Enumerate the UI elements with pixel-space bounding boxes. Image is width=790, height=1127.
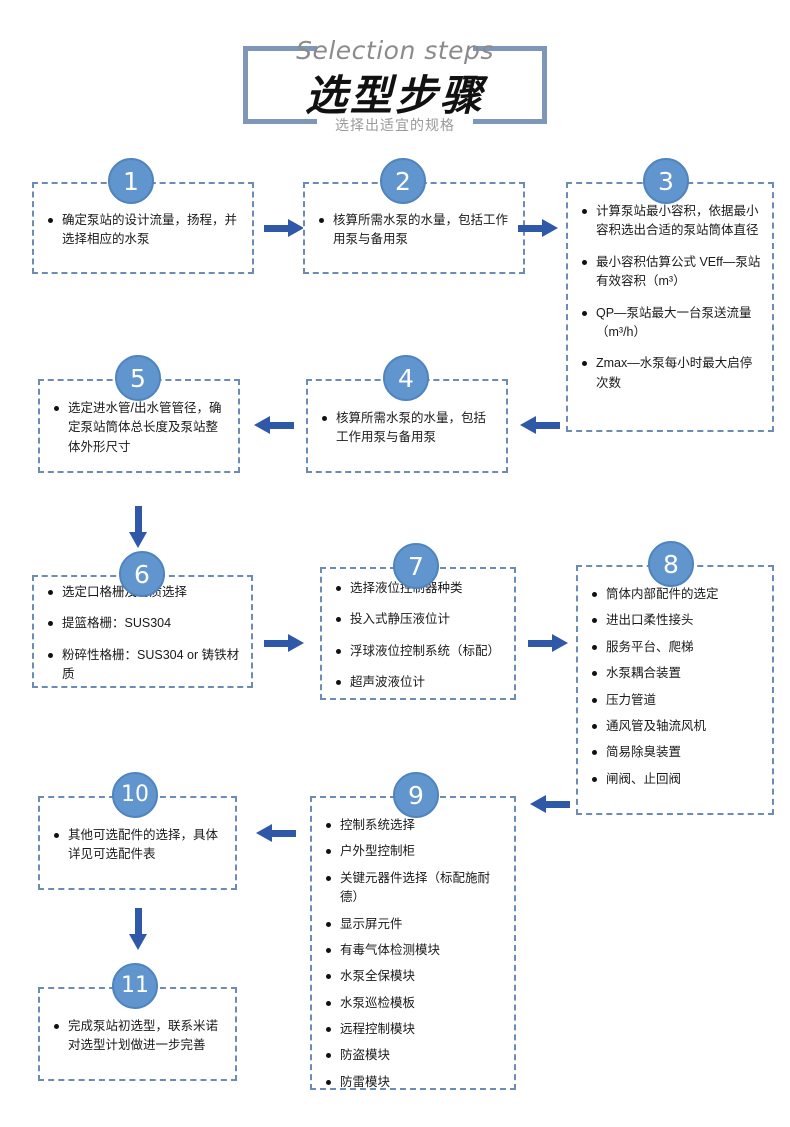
bullet-item: 远程控制模块 (324, 1020, 504, 1039)
step-badge-2: 2 (380, 158, 426, 204)
arrow-1-to-2-icon (264, 219, 306, 238)
bullet-item: 最小容积估算公式 VEff—泵站有效容积（m³） (580, 253, 762, 292)
bullet-item: 确定泵站的设计流量，扬程，并选择相应的水泵 (46, 211, 242, 250)
arrow-6-to-7-icon (264, 634, 306, 653)
bullet-item: 进出口柔性接头 (590, 611, 762, 630)
bullet-item: 简易除臭装置 (590, 743, 762, 762)
bullet-item: 防盗模块 (324, 1046, 504, 1065)
bullet-item: 户外型控制柜 (324, 842, 504, 861)
bullet-item: 核算所需水泵的水量，包括工作用泵与备用泵 (320, 409, 496, 448)
step-10-bullet-list: 其他可选配件的选择，具体详见可选配件表 (40, 798, 235, 888)
step-4-bullet-list: 核算所需水泵的水量，包括工作用泵与备用泵 (308, 381, 506, 471)
bullet-item: 投入式静压液位计 (334, 610, 504, 629)
arrow-2-to-3-icon (518, 219, 560, 238)
bullet-item: 服务平台、爬梯 (590, 638, 762, 657)
header-bracket-right-icon (473, 46, 547, 124)
bullet-item: 核算所需水泵的水量，包括工作用泵与备用泵 (317, 211, 513, 250)
bullet-item: 防雷模块 (324, 1073, 504, 1092)
step-11-bullet-list: 完成泵站初选型，联系米诺对选型计划做进一步完善 (40, 989, 235, 1079)
step-3-bullet-list: 计算泵站最小容积，依据最小容积选出合适的泵站筒体直径 最小容积估算公式 VEff… (568, 184, 772, 430)
bullet-item: 其他可选配件的选择，具体详见可选配件表 (52, 826, 225, 865)
step-badge-11: 11 (112, 963, 158, 1009)
header-subtitle: 选择出适宜的规格 (335, 117, 455, 133)
bullet-item: 选定进水管/出水管管径，确定泵站筒体总长度及泵站整体外形尺寸 (52, 399, 228, 457)
bullet-item: 压力管道 (590, 691, 762, 710)
bullet-item: Zmax—水泵每小时最大启停次数 (580, 354, 762, 393)
step-box-5: 选定进水管/出水管管径，确定泵站筒体总长度及泵站整体外形尺寸 (38, 379, 240, 473)
arrow-10-to-11-icon (129, 908, 148, 952)
step-badge-8: 8 (648, 541, 694, 587)
arrow-5-to-6-icon (129, 506, 148, 550)
bullet-item: 水泵耦合装置 (590, 664, 762, 683)
step-box-7: 选择液位控制器种类 投入式静压液位计 浮球液位控制系统（标配） 超声波液位计 (320, 567, 516, 700)
page-header: Selection steps 选型步骤 选择出适宜的规格 (0, 0, 790, 150)
step-badge-3: 3 (643, 158, 689, 204)
step-badge-5: 5 (115, 355, 161, 401)
page-title: 选型步骤 (304, 71, 485, 120)
bullet-item: 水泵巡检模板 (324, 994, 504, 1013)
step-8-bullet-list: 筒体内部配件的选定 进出口柔性接头 服务平台、爬梯 水泵耦合装置 压力管道 通风… (578, 567, 772, 813)
bullet-item: 计算泵站最小容积，依据最小容积选出合适的泵站筒体直径 (580, 202, 762, 241)
step-badge-7: 7 (393, 543, 439, 589)
bullet-item: 通风管及轴流风机 (590, 717, 762, 736)
arrow-9-to-10-icon (254, 824, 296, 843)
arrow-3-to-4-icon (518, 416, 560, 435)
step-5-bullet-list: 选定进水管/出水管管径，确定泵站筒体总长度及泵站整体外形尺寸 (40, 381, 238, 471)
arrow-7-to-8-icon (528, 634, 570, 653)
step-badge-4: 4 (383, 355, 429, 401)
bullet-item: 有毒气体检测模块 (324, 941, 504, 960)
bullet-item: 闸阀、止回阀 (590, 770, 762, 789)
step-box-9: 控制系统选择 户外型控制柜 关键元器件选择（标配施耐德） 显示屏元件 有毒气体检… (310, 796, 516, 1090)
step-badge-6: 6 (119, 551, 165, 597)
bullet-item: 筒体内部配件的选定 (590, 585, 762, 604)
bullet-item: 显示屏元件 (324, 915, 504, 934)
bullet-item: 粉碎性格栅：SUS304 or 铸铁材质 (46, 646, 241, 685)
step-box-8: 筒体内部配件的选定 进出口柔性接头 服务平台、爬梯 水泵耦合装置 压力管道 通风… (576, 565, 774, 815)
step-box-3: 计算泵站最小容积，依据最小容积选出合适的泵站筒体直径 最小容积估算公式 VEff… (566, 182, 774, 432)
bullet-item: QP—泵站最大一台泵送流量（m³/h） (580, 304, 762, 343)
bullet-item: 关键元器件选择（标配施耐德） (324, 869, 504, 908)
step-badge-9: 9 (393, 772, 439, 818)
header-english-title: Selection steps (296, 36, 494, 65)
bullet-item: 浮球液位控制系统（标配） (334, 642, 504, 661)
arrow-8-to-9-icon (528, 795, 570, 814)
bullet-item: 水泵全保模块 (324, 967, 504, 986)
bullet-item: 完成泵站初选型，联系米诺对选型计划做进一步完善 (52, 1017, 225, 1056)
step-2-bullet-list: 核算所需水泵的水量，包括工作用泵与备用泵 (305, 184, 523, 272)
step-7-bullet-list: 选择液位控制器种类 投入式静压液位计 浮球液位控制系统（标配） 超声波液位计 (322, 569, 514, 698)
arrow-4-to-5-icon (252, 416, 294, 435)
step-9-bullet-list: 控制系统选择 户外型控制柜 关键元器件选择（标配施耐德） 显示屏元件 有毒气体检… (312, 798, 514, 1089)
bullet-item: 超声波液位计 (334, 673, 504, 692)
bullet-item: 选择液位控制器种类 (334, 579, 504, 598)
header-bracket-left-icon (243, 46, 317, 124)
bullet-item: 提篮格栅：SUS304 (46, 614, 241, 633)
step-badge-1: 1 (108, 158, 154, 204)
bullet-item: 控制系统选择 (324, 816, 504, 835)
step-badge-10: 10 (112, 772, 158, 818)
step-1-bullet-list: 确定泵站的设计流量，扬程，并选择相应的水泵 (34, 184, 252, 272)
